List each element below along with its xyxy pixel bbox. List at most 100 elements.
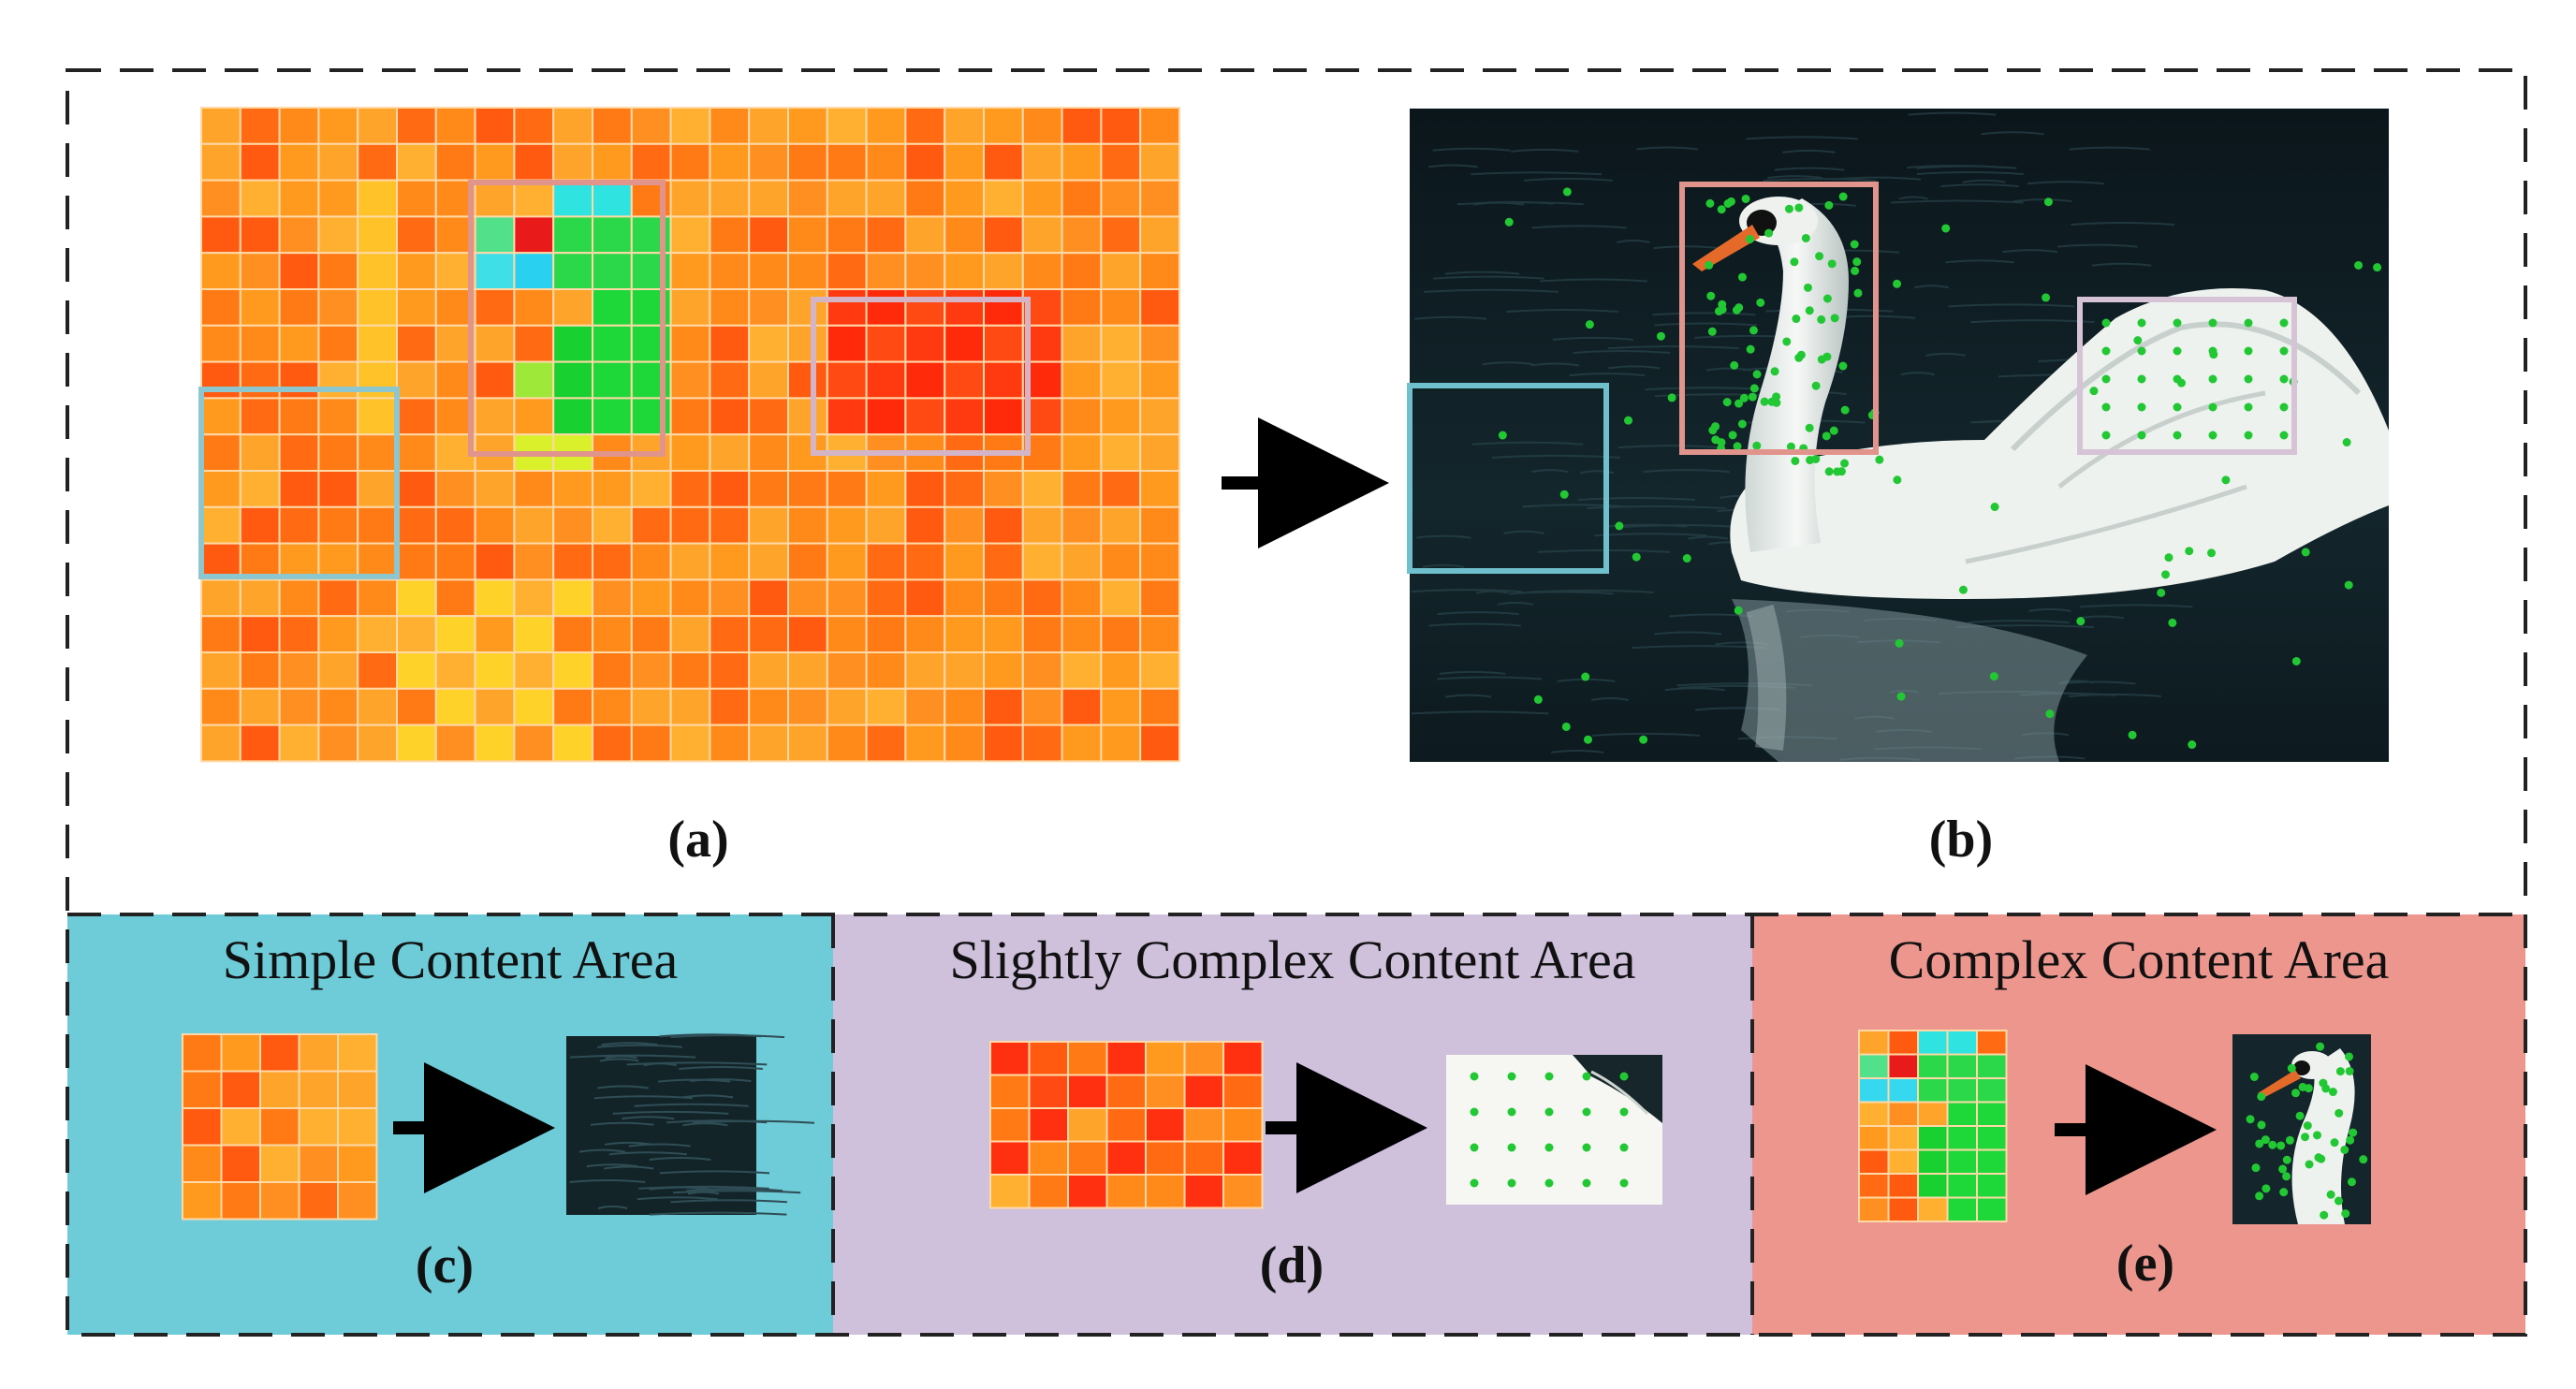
heat-cell — [220, 1181, 261, 1221]
heat-cell — [865, 324, 907, 363]
heat-cell — [357, 142, 399, 182]
heat-cell — [200, 397, 242, 436]
heat-cell — [1061, 215, 1103, 255]
heat-cell — [787, 142, 828, 182]
heat-cell — [1222, 1174, 1264, 1209]
heat-cell — [1917, 1030, 1949, 1056]
heat-cell — [337, 1144, 378, 1183]
heat-cell — [1100, 107, 1142, 145]
feature-dot — [2076, 617, 2086, 626]
heat-cell — [1021, 615, 1063, 654]
heat-cell — [200, 288, 242, 327]
heat-cell — [513, 505, 555, 545]
heat-cell — [552, 215, 594, 255]
heat-cell — [357, 179, 399, 218]
heat-cell — [669, 724, 711, 763]
feature-dot — [2347, 1177, 2356, 1187]
heat-cell — [317, 397, 359, 436]
heat-cell — [434, 505, 476, 545]
feature-dot — [1784, 204, 1793, 213]
heat-cell — [944, 142, 986, 182]
heat-cell — [1061, 252, 1103, 291]
heat-cell — [1061, 505, 1103, 545]
heat-cell — [1139, 578, 1180, 618]
heat-cell — [669, 470, 711, 508]
heat-cell — [278, 179, 320, 218]
heat-cell — [1145, 1140, 1186, 1176]
heat-cell — [396, 542, 437, 581]
feature-dot — [1737, 419, 1747, 429]
heat-cell — [220, 1033, 261, 1073]
heat-cell — [278, 687, 320, 726]
heat-cell — [396, 397, 437, 436]
feature-dot — [1791, 456, 1800, 465]
heat-cell — [1139, 360, 1180, 400]
heat-cell — [552, 288, 594, 327]
heat-cell — [200, 687, 242, 726]
feature-dot — [2137, 374, 2146, 384]
heat-cell — [552, 397, 594, 436]
heat-cell — [1067, 1174, 1108, 1209]
heat-cell — [1858, 1030, 1890, 1056]
heat-cell — [787, 724, 828, 763]
heat-cell — [865, 360, 907, 400]
heat-cell — [983, 107, 1024, 145]
heat-cell — [1139, 288, 1180, 327]
feature-dot — [1840, 459, 1850, 468]
heat-cell — [944, 687, 986, 726]
heat-cell — [1183, 1140, 1224, 1176]
heat-cell — [630, 578, 672, 618]
heat-cell — [904, 505, 946, 545]
heat-cell — [944, 397, 986, 436]
heat-cell — [904, 724, 946, 763]
heat-cell — [1061, 542, 1103, 581]
feature-dot — [1895, 638, 1904, 648]
heat-cell — [983, 651, 1024, 690]
feature-dot — [2279, 318, 2289, 328]
heat-cell — [259, 1144, 300, 1183]
heat-cell — [787, 360, 828, 400]
heat-cell — [944, 615, 986, 654]
heat-cell — [1139, 542, 1180, 581]
feature-dot — [1833, 467, 1842, 476]
feature-dot — [2173, 318, 2182, 328]
feature-dot — [2317, 1154, 2326, 1163]
heatmap-a — [200, 107, 1180, 763]
feature-dot — [1875, 455, 1884, 464]
feature-dot — [2279, 1188, 2289, 1197]
feature-dot — [2345, 1066, 2354, 1075]
feature-dot — [1806, 456, 1815, 465]
feature-dot — [1582, 1178, 1591, 1188]
heat-cell — [474, 615, 516, 654]
heat-cell — [259, 1181, 300, 1221]
feature-dot — [1745, 235, 1754, 244]
feature-dot — [2278, 1164, 2288, 1174]
heat-cell — [1061, 397, 1103, 436]
feature-dot — [1822, 294, 1832, 303]
feature-dot — [2101, 431, 2111, 440]
heat-cell — [1100, 470, 1142, 508]
heat-cell — [865, 470, 907, 508]
feature-dot — [2173, 431, 2182, 440]
heat-cell — [513, 651, 555, 690]
heatmap-c — [182, 1033, 378, 1221]
heat-cell — [220, 1144, 261, 1183]
feature-dot — [2346, 1135, 2355, 1145]
feature-dot — [1533, 694, 1543, 704]
heat-cell — [1067, 1041, 1108, 1076]
feature-dot — [1705, 260, 1714, 270]
heat-cell — [1100, 215, 1142, 255]
feature-dot — [2295, 1111, 2305, 1120]
heat-cell — [1222, 1107, 1264, 1143]
feature-dot — [2341, 1209, 2350, 1219]
heat-cell — [317, 687, 359, 726]
heat-cell — [396, 470, 437, 508]
heat-cell — [1858, 1196, 1890, 1222]
heat-cell — [1946, 1030, 1978, 1056]
heat-cell — [1061, 578, 1103, 618]
heat-cell — [592, 397, 633, 436]
heat-cell — [787, 397, 828, 436]
feature-dot — [2133, 336, 2143, 345]
heat-cell — [1100, 433, 1142, 473]
heat-cell — [983, 687, 1024, 726]
